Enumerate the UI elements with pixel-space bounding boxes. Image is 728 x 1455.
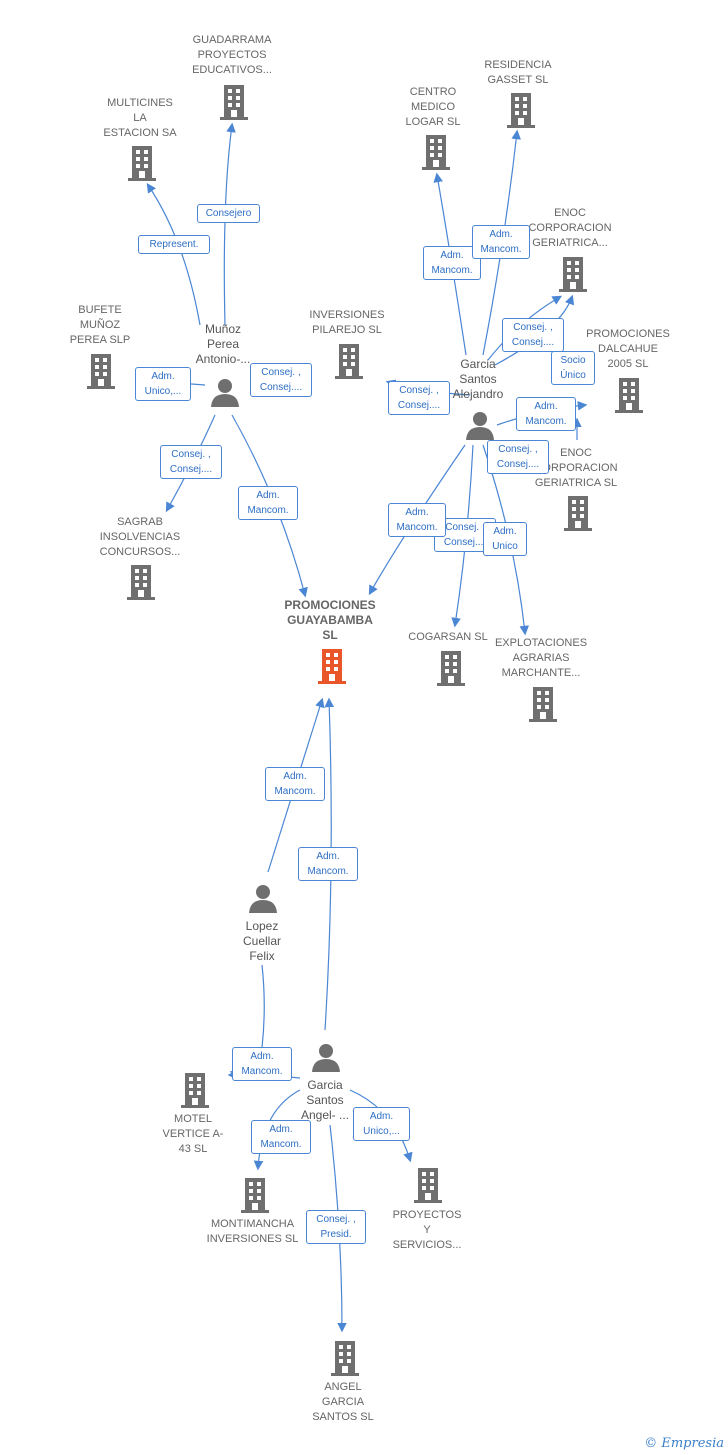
company-label: INVERSIONES PILAREJO SL: [309, 309, 385, 336]
relation-label[interactable]: Adm. Mancom.: [423, 246, 481, 280]
company-label: MOTEL VERTICE A- 43 SL: [162, 1113, 224, 1155]
relation-label[interactable]: Adm. Mancom.: [251, 1120, 311, 1154]
brand-footer[interactable]: © Empresia: [644, 1436, 724, 1451]
relation-label[interactable]: Adm. Unico: [483, 522, 527, 556]
person-garcia-angel[interactable]: Garcia Santos Angel- ...: [284, 1078, 366, 1123]
building-icon: [127, 565, 155, 600]
building-icon: [564, 496, 592, 531]
company-label: ENOC CORPORACION GERIATRICA SL: [534, 447, 618, 489]
company-label: SAGRAB INSOLVENCIAS CONCURSOS...: [99, 516, 181, 558]
company-explotaciones[interactable]: EXPLOTACIONES AGRARIAS MARCHANTE...: [486, 636, 596, 681]
building-icon: [559, 257, 587, 292]
person-label: Lopez Cuellar Felix: [242, 919, 281, 963]
relation-label[interactable]: Adm. Mancom.: [472, 225, 530, 259]
company-label: RESIDENCIA GASSET SL: [484, 59, 552, 86]
company-residencia-gasset[interactable]: RESIDENCIA GASSET SL: [473, 58, 563, 88]
relation-label[interactable]: Adm. Mancom.: [516, 397, 576, 431]
company-inversiones-pilarejo[interactable]: INVERSIONES PILAREJO SL: [297, 308, 397, 338]
brand-logo: Empresia: [661, 1436, 724, 1451]
company-label: BUFETE MUÑOZ PEREA SLP: [69, 304, 131, 346]
company-guadarrama[interactable]: GUADARRAMA PROYECTOS EDUCATIVOS...: [172, 33, 292, 78]
building-icon: [331, 1341, 359, 1376]
relation-label[interactable]: Adm. Mancom.: [238, 486, 298, 520]
company-label: GUADARRAMA PROYECTOS EDUCATIVOS...: [192, 34, 272, 76]
company-centro-medico[interactable]: CENTRO MEDICO LOGAR SL: [393, 85, 473, 130]
company-angel-garcia-santos[interactable]: ANGEL GARCIA SANTOS SL: [298, 1380, 388, 1425]
building-icon: [241, 1178, 269, 1213]
relation-label[interactable]: Adm. Mancom.: [265, 767, 325, 801]
person-garcia-alejandro[interactable]: Garcia Santos Alejandro: [438, 357, 518, 402]
building-icon: [507, 93, 535, 128]
relation-label[interactable]: Socio Único: [551, 351, 595, 385]
building-icon: [181, 1073, 209, 1108]
building-icon: [529, 687, 557, 722]
relation-label[interactable]: Consej. , Consej....: [487, 440, 549, 474]
company-sagrab[interactable]: SAGRAB INSOLVENCIAS CONCURSOS...: [85, 515, 195, 560]
company-label: ANGEL GARCIA SANTOS SL: [312, 1381, 374, 1423]
person-icon: [211, 379, 239, 407]
person-label: Garcia Santos Alejandro: [452, 357, 504, 401]
company-label: PROMOCIONES DALCAHUE 2005 SL: [586, 328, 670, 370]
company-montimancha[interactable]: MONTIMANCHA INVERSIONES SL: [195, 1217, 310, 1247]
relation-label[interactable]: Adm. Unico,...: [135, 367, 191, 401]
relation-label[interactable]: Consejero: [197, 204, 260, 223]
company-label: MONTIMANCHA INVERSIONES SL: [206, 1218, 299, 1245]
relation-label[interactable]: Consej. , Consej....: [502, 318, 564, 352]
company-proyectos-servicios[interactable]: PROYECTOS Y SERVICIOS...: [377, 1208, 477, 1253]
building-icon: [128, 146, 156, 181]
company-label: CENTRO MEDICO LOGAR SL: [405, 86, 461, 128]
building-icon: [414, 1168, 442, 1203]
relation-label[interactable]: Represent.: [138, 235, 210, 254]
company-enoc-1[interactable]: ENOC CORPORACION GERIATRICA...: [520, 206, 620, 251]
building-icon: [437, 651, 465, 686]
relation-label[interactable]: Adm. Mancom.: [232, 1047, 292, 1081]
company-label-main: PROMOCIONES GUAYABAMBA SL: [284, 598, 376, 642]
company-promociones-dalcahue[interactable]: PROMOCIONES DALCAHUE 2005 SL: [578, 327, 678, 372]
building-icon: [220, 85, 248, 120]
copyright-icon: ©: [644, 1436, 658, 1451]
person-icon: [249, 885, 277, 913]
relation-label[interactable]: Consej. , Presid.: [306, 1210, 366, 1244]
person-label: Muñoz Perea Antonio-...: [195, 322, 251, 366]
company-motel[interactable]: MOTEL VERTICE A- 43 SL: [148, 1112, 238, 1157]
company-enoc-2[interactable]: ENOC CORPORACION GERIATRICA SL: [526, 446, 626, 491]
building-icon: [422, 135, 450, 170]
relation-label[interactable]: Consej. , Consej....: [160, 445, 222, 479]
building-icon: [615, 378, 643, 413]
person-icon: [466, 412, 494, 440]
relation-label[interactable]: Adm. Mancom.: [388, 503, 446, 537]
relation-label[interactable]: Consej. , Consej....: [250, 363, 312, 397]
company-label: ENOC CORPORACION GERIATRICA...: [528, 207, 612, 249]
company-multicines[interactable]: MULTICINES LA ESTACION SA: [85, 96, 195, 141]
relation-label[interactable]: Adm. Unico,...: [353, 1107, 410, 1141]
building-icon-main: [318, 649, 346, 684]
building-icon: [87, 354, 115, 389]
relation-label[interactable]: Adm. Mancom.: [298, 847, 358, 881]
company-label: MULTICINES LA ESTACION SA: [103, 97, 177, 139]
person-lopez[interactable]: Lopez Cuellar Felix: [222, 919, 302, 964]
company-label: EXPLOTACIONES AGRARIAS MARCHANTE...: [494, 637, 588, 679]
company-bufete[interactable]: BUFETE MUÑOZ PEREA SLP: [55, 303, 145, 348]
company-label: PROYECTOS Y SERVICIOS...: [392, 1209, 462, 1251]
person-label: Garcia Santos Angel- ...: [300, 1078, 350, 1122]
relation-label[interactable]: Consej. , Consej....: [388, 381, 450, 415]
person-munoz[interactable]: Muñoz Perea Antonio-...: [183, 322, 263, 367]
company-promociones-guayabamba[interactable]: PROMOCIONES GUAYABAMBA SL: [270, 598, 390, 643]
person-icon: [312, 1044, 340, 1072]
company-cogarsan[interactable]: COGARSAN SL: [398, 630, 498, 645]
building-icon: [335, 344, 363, 379]
company-label: COGARSAN SL: [408, 631, 488, 643]
